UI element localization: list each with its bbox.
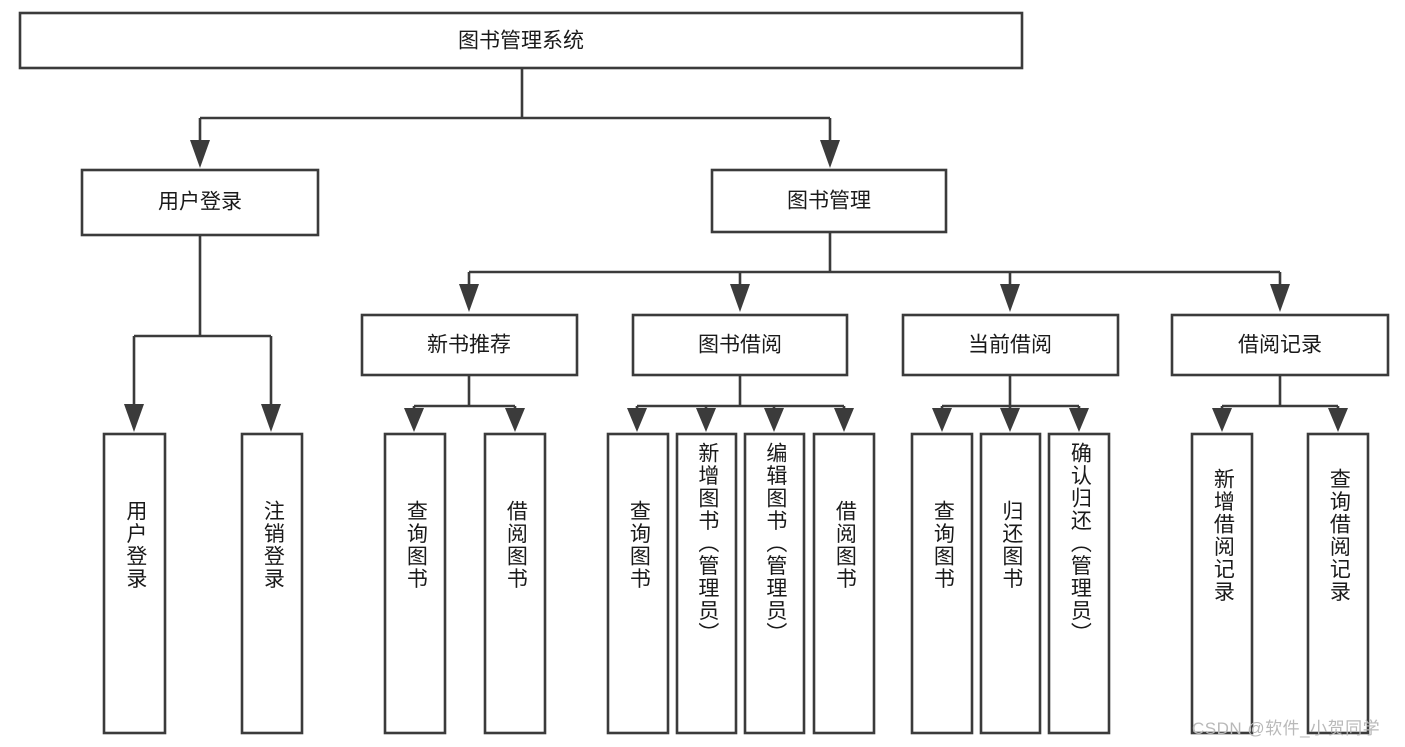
connector-group-user-login [124, 235, 281, 432]
node-new-book-recommend[interactable]: 新书推荐 [360, 313, 579, 377]
leaf-box-br-query-record[interactable] [1306, 432, 1370, 735]
arrow-head-book-borrow [730, 284, 750, 312]
leaf-box-cb-return-book[interactable] [979, 432, 1042, 735]
leaf-box-bb-add-book[interactable] [675, 432, 738, 735]
arrow-head-nbr-leaf-1 [404, 408, 424, 432]
node-user-login-box[interactable] [80, 168, 320, 237]
node-new-book-recommend-label: 新书推荐 [427, 334, 511, 357]
node-borrow-record-label: 借阅记录 [1238, 334, 1322, 357]
node-book-borrow-box[interactable] [631, 313, 849, 377]
node-borrow-record-box[interactable] [1170, 313, 1390, 377]
node-book-manage-box[interactable] [710, 168, 948, 234]
leaf-box-bb-query-book[interactable] [606, 432, 670, 735]
node-book-borrow-label: 图书借阅 [698, 334, 782, 357]
leaf-box-nbr-query-book[interactable] [383, 432, 447, 735]
leaf-box-bb-borrow-book[interactable] [812, 432, 876, 735]
node-borrow-record[interactable]: 借阅记录 [1170, 313, 1390, 377]
connector-group-borrow-record [1212, 376, 1348, 432]
arrow-head-leaf-user-login [124, 404, 144, 432]
connector-group-book-manage [459, 232, 1290, 312]
leaf-box-nbr-borrow-book[interactable] [483, 432, 547, 735]
leaf-box-bb-edit-book[interactable] [743, 432, 806, 735]
leaf-box-cb-confirm-return[interactable] [1047, 432, 1111, 735]
arrow-head-br-leaf-2 [1328, 408, 1348, 432]
arrow-head-cb-leaf-3 [1069, 408, 1089, 432]
leaf-box-br-add-record[interactable] [1190, 432, 1254, 735]
arrow-head-nbr-leaf-2 [505, 408, 525, 432]
node-current-borrow[interactable]: 当前借阅 [901, 313, 1120, 377]
leaf-box-user-login[interactable] [102, 432, 167, 735]
arrow-head-leaf-logout [261, 404, 281, 432]
arrow-head-cb-leaf-2 [1000, 408, 1020, 432]
arrow-head-current-borrow [1000, 284, 1020, 312]
node-book-manage-label: 图书管理 [787, 190, 871, 213]
node-current-borrow-box[interactable] [901, 313, 1120, 377]
connector-group-current-borrow [932, 376, 1089, 432]
node-root-box[interactable] [18, 11, 1024, 70]
node-current-borrow-label: 当前借阅 [968, 334, 1052, 357]
csdn-watermark: CSDN @软件_小贺同学 [1192, 719, 1381, 738]
arrow-head-new-book-recommend [459, 284, 479, 312]
arrow-head-user-login [190, 140, 210, 168]
node-new-book-recommend-box[interactable] [360, 313, 579, 377]
node-user-login-label: 用户登录 [158, 191, 242, 214]
connector-group-root [190, 68, 840, 168]
connector-group-book-borrow [627, 376, 854, 432]
node-book-manage[interactable]: 图书管理 [710, 168, 948, 234]
arrow-head-bb-leaf-2 [696, 408, 716, 432]
node-root[interactable]: 图书管理系统 [18, 11, 1024, 70]
connector-group-new-book-recommend [404, 376, 525, 432]
arrow-head-br-leaf-1 [1212, 408, 1232, 432]
arrow-head-bb-leaf-1 [627, 408, 647, 432]
arrow-head-cb-leaf-1 [932, 408, 952, 432]
node-book-borrow[interactable]: 图书借阅 [631, 313, 849, 377]
arrow-head-book-manage [820, 140, 840, 168]
arrow-head-borrow-record [1270, 284, 1290, 312]
arrow-head-bb-leaf-4 [834, 408, 854, 432]
node-user-login[interactable]: 用户登录 [80, 168, 320, 237]
node-root-label: 图书管理系统 [458, 30, 584, 53]
leaf-box-cb-query-book[interactable] [910, 432, 974, 735]
leaf-box-logout[interactable] [240, 432, 304, 735]
arrow-head-bb-leaf-3 [764, 408, 784, 432]
